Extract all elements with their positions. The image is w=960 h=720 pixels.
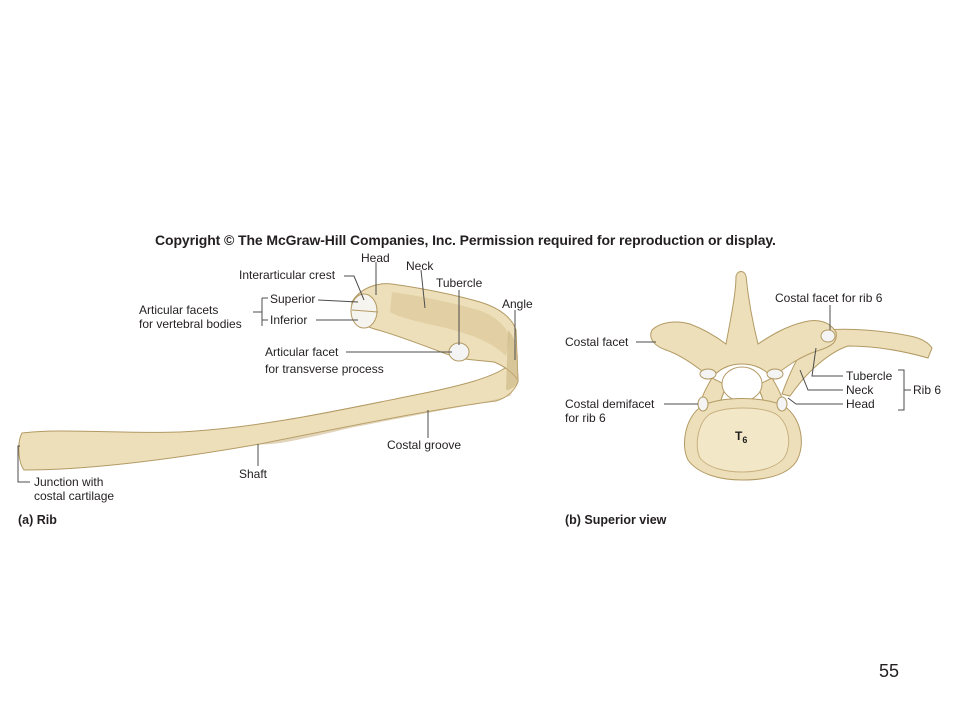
vertebra-illustration: [650, 271, 933, 481]
label-superior: Superior: [270, 292, 315, 306]
copyright-notice: Copyright © The McGraw-Hill Companies, I…: [155, 232, 776, 248]
label-demifacet-2: for rib 6: [565, 411, 606, 425]
label-articular-facet-1: Articular facet: [265, 345, 339, 359]
vertebra-labels: Costal facet for rib 6 Costal facet Tube…: [565, 291, 941, 527]
label-vertebra: T6: [735, 429, 747, 445]
label-articular-facet-2: for transverse process: [265, 362, 384, 376]
label-tubercle: Tubercle: [436, 276, 483, 290]
label-inferior: Inferior: [270, 313, 307, 327]
label-articular-facets-2: for vertebral bodies: [139, 317, 242, 331]
costal-demifacet-left: [697, 396, 709, 412]
label-head: Head: [361, 251, 390, 265]
label-vertebra-letter: T: [735, 429, 743, 443]
label-angle: Angle: [502, 297, 533, 311]
rib-labels: Head Neck Tubercle Angle Interarticular …: [18, 251, 533, 527]
costal-facet-left: [699, 368, 717, 380]
rib-leader-lines: [17, 262, 516, 483]
interarticular-crest-line: [351, 309, 379, 313]
costal-demifacet-right: [776, 396, 788, 412]
caption-rib: (a) Rib: [18, 513, 57, 527]
rib-neck-texture: [390, 292, 510, 356]
label-junction-2: costal cartilage: [34, 489, 114, 503]
vertebral-body-inner: [696, 407, 790, 473]
costal-facet-right: [766, 368, 784, 380]
label-head-b: Head: [846, 397, 875, 411]
label-costal-facet-rib6: Costal facet for rib 6: [775, 291, 883, 305]
costal-facet-rib6: [820, 329, 836, 343]
label-neck: Neck: [406, 259, 434, 273]
label-articular-facets-1: Articular facets: [139, 303, 218, 317]
label-interarticular-crest: Interarticular crest: [239, 268, 336, 282]
label-costal-facet: Costal facet: [565, 335, 629, 349]
label-shaft: Shaft: [239, 467, 268, 481]
label-junction-1: Junction with: [34, 475, 103, 489]
vertebral-foramen: [721, 366, 763, 402]
label-vertebra-sub: 6: [742, 435, 747, 445]
page-number: 55: [879, 661, 900, 681]
label-costal-groove: Costal groove: [387, 438, 461, 452]
label-demifacet-1: Costal demifacet: [565, 397, 655, 411]
label-rib6: Rib 6: [913, 383, 941, 397]
label-neck-b: Neck: [846, 383, 874, 397]
caption-superior-view: (b) Superior view: [565, 513, 667, 527]
label-tubercle-b: Tubercle: [846, 369, 893, 383]
vertebra-leader-lines: [636, 305, 911, 411]
